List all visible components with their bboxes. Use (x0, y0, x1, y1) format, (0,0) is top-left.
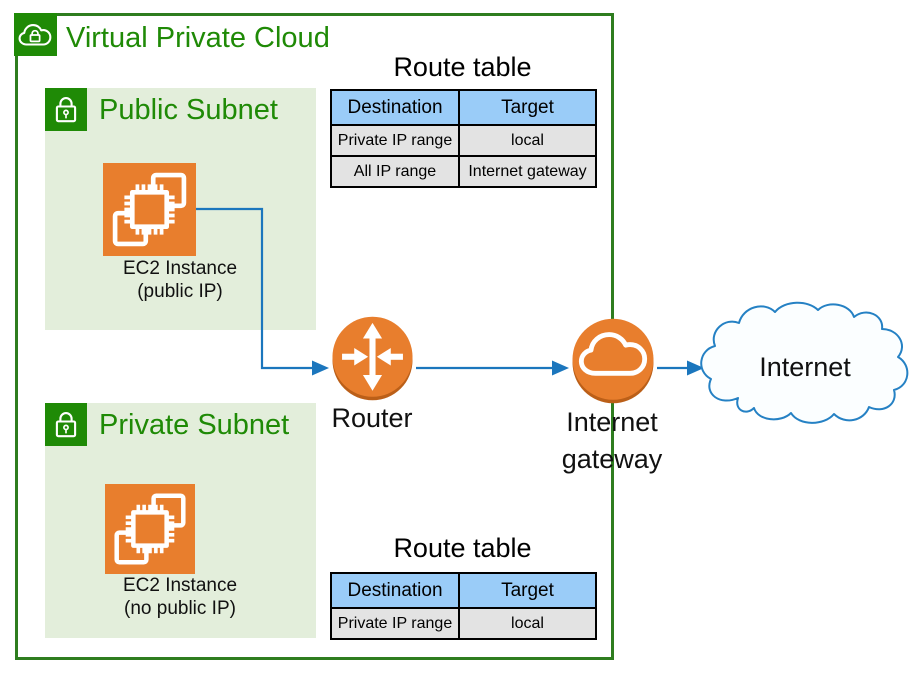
cell-destination: Private IP range (330, 607, 460, 640)
private-ec2-label-line1: EC2 Instance (122, 575, 238, 596)
table-header-row: Destination Target (330, 572, 597, 609)
public-subnet-lock-icon (45, 88, 87, 131)
cell-target: local (458, 124, 597, 157)
route-table-bottom: Destination Target Private IP range loca… (330, 572, 597, 640)
cell-target: local (458, 607, 597, 640)
ec2-instance-icon (103, 163, 196, 256)
internet-gateway-label: Internet gateway (532, 404, 692, 478)
private-subnet-lock-icon (45, 403, 87, 446)
header-destination: Destination (330, 572, 460, 609)
public-ec2-label: EC2 Instance (public IP) (65, 257, 295, 303)
header-target: Target (458, 572, 597, 609)
private-ec2-label: EC2 Instance (no public IP) (65, 574, 295, 620)
internet-cloud-shape (698, 300, 912, 432)
internet-gateway-label-line1: Internet (566, 407, 658, 437)
private-ec2-label-line2: (no public IP) (124, 598, 236, 619)
table-row: All IP range Internet gateway (330, 155, 597, 188)
table-row: Private IP range local (330, 607, 597, 640)
internet-label: Internet (759, 352, 851, 382)
route-table-top-title: Route table (393, 52, 532, 82)
public-ec2-label-line1: EC2 Instance (122, 258, 238, 279)
route-table-bottom-title: Route table (393, 533, 532, 563)
route-table-top: Destination Target Private IP range loca… (330, 89, 597, 188)
table-row: Private IP range local (330, 124, 597, 157)
header-target: Target (458, 89, 597, 126)
cell-target: Internet gateway (458, 155, 597, 188)
internet-gateway-icon (569, 316, 657, 406)
public-subnet-box: Public Subnet EC2 Instance (public IP) (45, 88, 316, 330)
ec2-instance-icon (105, 484, 195, 574)
private-subnet-title: Private Subnet (99, 409, 290, 441)
public-ec2-label-line2: (public IP) (137, 281, 223, 302)
vpc-title: Virtual Private Cloud (66, 22, 330, 54)
header-destination: Destination (330, 89, 460, 126)
private-subnet-box: Private Subnet EC2 Instance (no public (45, 403, 316, 638)
table-header-row: Destination Target (330, 89, 597, 126)
router-icon (329, 314, 416, 403)
vpc-cloud-lock-icon (14, 13, 57, 56)
router-label: Router (331, 403, 413, 433)
internet-gateway-label-line2: gateway (561, 444, 663, 474)
public-subnet-title: Public Subnet (99, 94, 278, 126)
cell-destination: Private IP range (330, 124, 460, 157)
cell-destination: All IP range (330, 155, 460, 188)
